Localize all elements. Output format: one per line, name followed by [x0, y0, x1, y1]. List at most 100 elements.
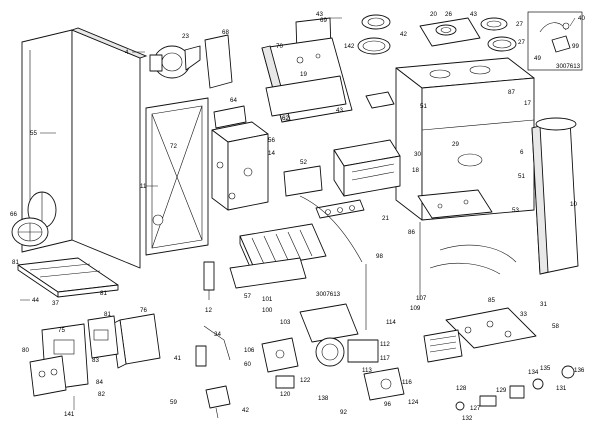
- side-panel: [21, 27, 148, 269]
- callout-122: 122: [300, 377, 311, 384]
- callout-43-b: 43: [470, 11, 477, 18]
- callout-51-a: 51: [420, 103, 427, 110]
- callout-92: 92: [340, 409, 347, 416]
- gas-valve: [261, 337, 299, 389]
- callout-10: 10: [570, 201, 577, 208]
- insulation-board: [213, 105, 323, 197]
- callout-85: 85: [488, 297, 495, 304]
- callout-43-a: 43: [316, 11, 323, 18]
- callout-116: 116: [402, 379, 412, 386]
- callout-69: 69: [320, 17, 327, 24]
- callout-129: 129: [496, 387, 507, 394]
- callout-40: 40: [578, 15, 585, 22]
- combustion-chamber: [211, 121, 269, 211]
- callout-20: 20: [430, 11, 437, 18]
- callout-27-b: 27: [518, 39, 525, 46]
- rear-frame: [145, 97, 209, 256]
- callout-31: 31: [540, 301, 547, 308]
- pump-assembly: [299, 303, 379, 367]
- callout-18: 18: [412, 167, 419, 174]
- control-fascia: [29, 355, 67, 397]
- inspection-disc: [11, 217, 49, 247]
- callout-68: 68: [222, 29, 229, 36]
- callout-81-b: 81: [104, 311, 111, 318]
- callout-56: 56: [268, 137, 275, 144]
- control-pcb: [87, 315, 119, 359]
- callout-100: 100: [262, 307, 273, 314]
- callout-44: 44: [32, 297, 39, 304]
- callout-70: 70: [276, 43, 283, 50]
- callout-14: 14: [268, 150, 275, 157]
- plate-heat-exchanger: [423, 329, 463, 363]
- callout-43-c: 43: [336, 107, 343, 114]
- callout-17: 17: [524, 100, 531, 107]
- callout-75: 75: [58, 327, 65, 334]
- callout-83: 83: [92, 357, 99, 364]
- callout-57: 57: [244, 293, 251, 300]
- callout-117: 117: [380, 355, 390, 362]
- callout-27-a: 27: [516, 21, 523, 28]
- callout-29: 29: [452, 141, 459, 148]
- top-gasket-right: [480, 17, 517, 52]
- base-plate-right: [417, 189, 493, 219]
- water-pipe-right: [429, 244, 517, 275]
- callout-72: 72: [170, 143, 177, 150]
- callout-128: 128: [456, 385, 467, 392]
- callout-64: 64: [230, 97, 237, 104]
- callout-80: 80: [22, 347, 29, 354]
- callout-33: 33: [520, 311, 527, 318]
- callout-12: 12: [205, 307, 212, 314]
- callout-127: 127: [470, 405, 481, 412]
- callout-66: 66: [10, 211, 17, 218]
- fan-plate: [204, 34, 233, 89]
- callout-84: 84: [96, 379, 103, 386]
- callout-42: 42: [400, 31, 407, 38]
- callout-60: 60: [244, 361, 251, 368]
- burner-tray: [229, 257, 307, 289]
- callout-19: 19: [300, 71, 307, 78]
- fitting-row: [455, 365, 575, 411]
- gas-cock: [205, 385, 231, 419]
- callout-34: 34: [214, 331, 221, 338]
- callout-30: 30: [414, 151, 421, 158]
- drain-tap: [195, 325, 231, 367]
- callout-11: 11: [140, 183, 147, 190]
- callout-81a: 81: [12, 259, 19, 266]
- callout-62: 62: [282, 115, 289, 122]
- callout-135: 135: [540, 365, 551, 372]
- gas-manifold: [315, 199, 365, 219]
- callout-3007613-a: 3007613: [556, 63, 581, 70]
- bottom-tray: [17, 257, 119, 298]
- heat-exchanger: [333, 139, 401, 197]
- hood-bracket: [365, 91, 395, 109]
- callout-87: 87: [508, 89, 515, 96]
- callout-55: 55: [30, 130, 37, 137]
- callout-132: 132: [462, 415, 473, 422]
- callout-131: 131: [556, 385, 567, 392]
- callout-21: 21: [382, 215, 389, 222]
- callout-99: 99: [572, 43, 579, 50]
- callout-81-tray: 81: [100, 290, 107, 297]
- fan-unit: [149, 45, 201, 79]
- callout-82: 82: [98, 391, 105, 398]
- callout-101: 101: [262, 296, 273, 303]
- callout-136: 136: [574, 367, 585, 374]
- callout-141: 141: [64, 411, 75, 418]
- ignition-electrode: [203, 261, 215, 300]
- callout-109: 109: [410, 305, 421, 312]
- callout-98: 98: [376, 253, 383, 260]
- callout-134: 134: [528, 369, 539, 376]
- callout-106: 106: [244, 347, 255, 354]
- callout-58: 58: [552, 323, 559, 330]
- callout-113: 113: [362, 367, 372, 374]
- callout-49: 49: [534, 55, 541, 62]
- callout-114: 114: [386, 319, 396, 326]
- callout-86: 86: [408, 229, 415, 236]
- expansion-vessel: [531, 117, 579, 275]
- callout-76: 76: [140, 307, 147, 314]
- callout-4: 4: [125, 49, 129, 56]
- callout-41: 41: [174, 355, 181, 362]
- callout-23: 23: [182, 33, 189, 40]
- callout-26: 26: [445, 11, 452, 18]
